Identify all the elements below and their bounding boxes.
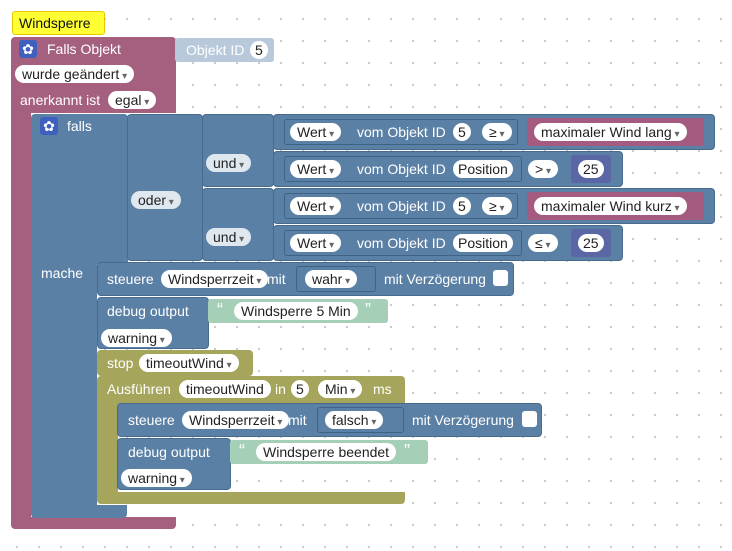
comment-label[interactable]: Windsperre [12,11,105,35]
and-block-1[interactable] [202,114,274,187]
timeout-label: Ausführen [107,381,171,397]
op-dropdown-1[interactable]: ≥ [482,123,512,141]
objekt-id-label: Objekt ID [186,42,245,58]
var-dropdown-2[interactable]: maximaler Wind kurz [534,197,687,215]
timeout-var-field[interactable]: timeoutWind [179,380,271,398]
if-block[interactable] [31,114,128,264]
vom-label-4: vom Objekt ID [357,235,446,251]
gear-icon[interactable]: ✿ [40,117,58,135]
ack-dropdown[interactable]: egal [108,91,157,109]
stop-var-dropdown[interactable]: timeoutWind [139,354,239,372]
control-steuere-label-2: steuere [128,412,175,428]
trigger-falls-label: Falls Objekt [47,41,121,57]
anerkannt-label: anerkannt ist [20,92,101,108]
control-var-dropdown-1[interactable]: Windsperrzeit [161,270,269,288]
number-value-2[interactable]: 25 [578,234,604,252]
do-label: mache [41,265,84,281]
if-block-bottom [31,505,127,518]
value-dropdown-4[interactable]: Wert [290,234,342,252]
debug-label-2: debug output [128,444,210,460]
op-dropdown-4[interactable]: ≤ [528,234,558,252]
if-block-spine [31,263,97,508]
quote-close-icon: ” [404,441,410,461]
quote-open-icon: “ [239,441,245,461]
trigger-block-bottom [11,517,176,529]
debug-text-2[interactable]: Windsperre beendet [256,443,397,461]
delay-label-1: mit Verzögerung [384,271,486,287]
timeout-spine [97,403,118,495]
timeout-bottom [97,492,405,504]
change-type-dropdown[interactable]: wurde geändert [15,65,135,83]
delay-checkbox-1[interactable] [493,270,508,286]
value-dropdown-1[interactable]: Wert [290,123,342,141]
debug-label-1: debug output [107,303,189,319]
log-level-dropdown-1[interactable]: warning [101,329,172,347]
timeout-unit-dropdown[interactable]: Min [318,380,363,398]
op-dropdown-3[interactable]: ≥ [482,197,512,215]
timeout-ms-label: ms [373,381,392,397]
bool-dropdown-1[interactable]: wahr [305,270,358,288]
stop-label: stop [107,355,134,371]
var-dropdown-1[interactable]: maximaler Wind lang [534,123,687,141]
vom-label-1: vom Objekt ID [357,124,446,140]
control-steuere-label: steuere [107,271,154,287]
control-mit-label-2: mit [288,412,307,428]
vom-label-3: vom Objekt ID [357,198,446,214]
objekt-id-value[interactable]: 5 [250,41,268,59]
trigger-block-spine [11,112,31,520]
timeout-in-label: in [275,381,286,397]
control-var-dropdown-2[interactable]: Windsperrzeit [182,411,290,429]
value-dropdown-3[interactable]: Wert [290,197,342,215]
object-id-4[interactable]: Position [453,234,513,252]
debug-text-1[interactable]: Windsperre 5 Min [234,302,358,320]
vom-label-2: vom Objekt ID [357,161,446,177]
object-id-1[interactable]: 5 [453,123,471,141]
and-dropdown-1[interactable]: und [206,154,252,172]
and-block-2[interactable] [202,188,274,261]
quote-close-icon: ” [365,300,371,320]
value-dropdown-2[interactable]: Wert [290,160,342,178]
number-value-1[interactable]: 25 [578,160,604,178]
object-id-3[interactable]: 5 [453,197,471,215]
bool-dropdown-2[interactable]: falsch [325,411,384,429]
control-mit-label: mit [267,271,286,287]
if-label: falls [67,118,92,134]
or-dropdown[interactable]: oder [131,191,181,209]
delay-checkbox-2[interactable] [522,411,537,427]
quote-open-icon: “ [217,300,223,320]
log-level-dropdown-2[interactable]: warning [121,469,192,487]
object-id-2[interactable]: Position [453,160,513,178]
comment-text: Windsperre [19,15,91,31]
delay-label-2: mit Verzögerung [412,412,514,428]
timeout-num[interactable]: 5 [291,380,309,398]
op-dropdown-2[interactable]: > [528,160,558,178]
gear-icon[interactable]: ✿ [19,40,37,58]
or-block[interactable] [127,114,203,261]
and-dropdown-2[interactable]: und [206,228,252,246]
